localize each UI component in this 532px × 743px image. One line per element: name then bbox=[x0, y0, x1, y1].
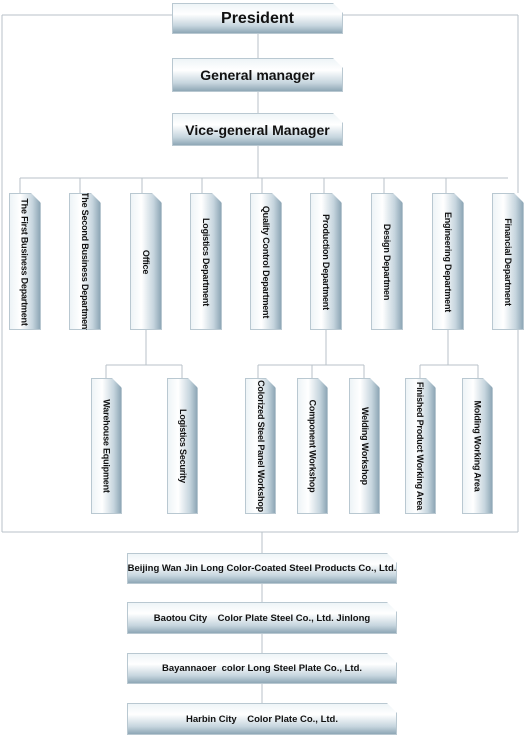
department-quality-control: Quality Control Department bbox=[250, 193, 282, 330]
department-first-business: The First Business Department bbox=[9, 193, 41, 330]
department-label: The Second Business Department bbox=[80, 191, 91, 332]
general-manager-label: General manager bbox=[200, 67, 315, 83]
president-label: President bbox=[221, 9, 294, 27]
unit-colorized-steel-panel-workshop: Colorized Steel Panel Workshop bbox=[245, 378, 276, 514]
company-label: Beijing Wan Jin Long Color-Coated Steel … bbox=[127, 563, 397, 574]
department-engineering: Engineering Department bbox=[432, 193, 464, 330]
department-label: Engineering Department bbox=[443, 211, 453, 312]
department-label: Design Departmen bbox=[382, 223, 393, 300]
department-design: Design Departmen bbox=[371, 193, 403, 330]
department-logistics: Logistics Department bbox=[190, 193, 222, 330]
unit-logistics-security: Logistics Security bbox=[167, 378, 198, 514]
company-harbin: Harbin City Color Plate Co., Ltd. bbox=[127, 703, 397, 735]
department-financial: Financial Department bbox=[492, 193, 524, 330]
department-production: Production Department bbox=[310, 193, 342, 330]
company-baotou: Baotou City Color Plate Steel Co., Ltd. … bbox=[127, 602, 397, 634]
unit-label: Warehouse Equipment bbox=[101, 399, 112, 493]
company-label: Baotou City Color Plate Steel Co., Ltd. … bbox=[153, 612, 371, 624]
unit-label: Molding Working Area bbox=[472, 400, 483, 492]
department-label: The First Business Department bbox=[20, 197, 31, 326]
unit-label: Logistics Security bbox=[177, 409, 188, 483]
unit-welding-workshop: Welding Workshop bbox=[349, 378, 380, 514]
department-label: Logistics Department bbox=[201, 217, 211, 306]
unit-label: Colorized Steel Panel Workshop bbox=[255, 380, 266, 512]
company-label: Harbin City Color Plate Co., Ltd. bbox=[185, 713, 338, 725]
unit-component-workshop: Component Workshop bbox=[297, 378, 328, 514]
company-bayannaoer: Bayannaoer color Long Steel Plate Co., L… bbox=[127, 653, 397, 684]
company-beijing: Beijing Wan Jin Long Color-Coated Steel … bbox=[127, 553, 397, 584]
unit-warehouse-equipment: Warehouse Equipment bbox=[91, 378, 122, 514]
unit-label: Finished Product Working Area bbox=[415, 381, 426, 511]
company-label: Bayannaoer color Long Steel Plate Co., L… bbox=[161, 663, 363, 674]
department-second-business: The Second Business Department bbox=[69, 193, 101, 330]
department-label: Production Department bbox=[321, 213, 331, 310]
department-office: Office bbox=[130, 193, 162, 330]
unit-label: Welding Workshop bbox=[359, 407, 370, 485]
department-label: Office bbox=[141, 249, 151, 274]
unit-label: Component Workshop bbox=[307, 399, 318, 493]
vice-general-manager-label: Vice-general Manager bbox=[185, 121, 330, 138]
unit-molding-working-area: Molding Working Area bbox=[462, 378, 493, 514]
unit-finished-product-working-area: Finished Product Working Area bbox=[405, 378, 436, 514]
vice-general-manager-box: Vice-general Manager bbox=[172, 113, 343, 146]
general-manager-box: General manager bbox=[172, 58, 343, 92]
president-box: President bbox=[172, 3, 343, 34]
department-label: Quality Control Department bbox=[261, 205, 271, 318]
department-label: Financial Department bbox=[503, 217, 513, 306]
